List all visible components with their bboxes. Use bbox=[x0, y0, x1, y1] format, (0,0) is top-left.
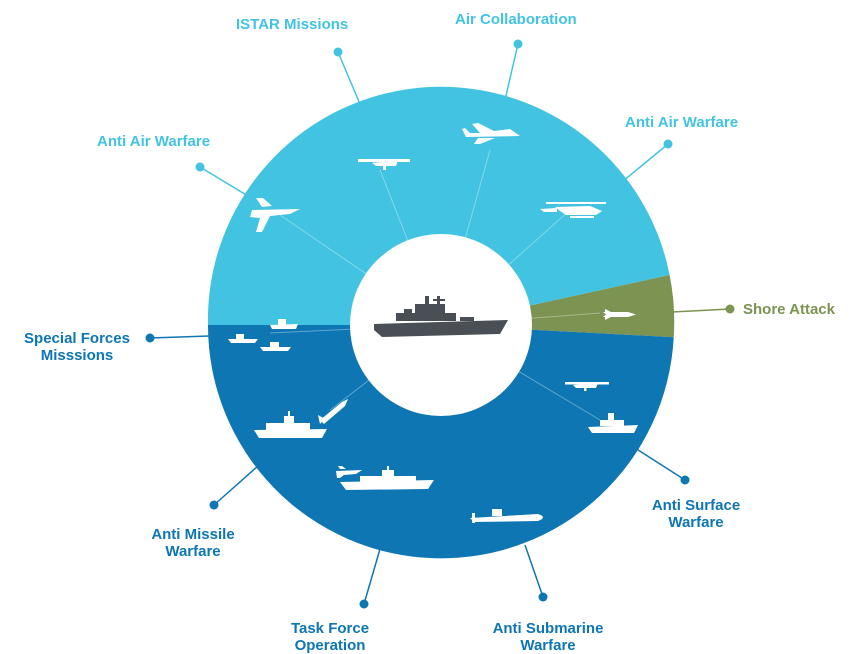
fighter-jet-icon bbox=[462, 123, 520, 144]
label-air-collaboration: Air Collaboration bbox=[455, 11, 577, 28]
callouts bbox=[145, 39, 735, 609]
callout-dot bbox=[333, 47, 343, 57]
missile-icon bbox=[318, 399, 348, 424]
fighter-jet-icon bbox=[250, 198, 300, 232]
small-boat-icon bbox=[228, 334, 258, 343]
label-anti-submarine-warfare: Anti Submarine Warfare bbox=[492, 620, 604, 654]
callout-dot bbox=[680, 475, 690, 485]
fighter-jet-icon bbox=[336, 466, 362, 478]
label-anti-air-warfare-right: Anti Air Warfare bbox=[625, 114, 739, 131]
callout-dot bbox=[513, 39, 523, 49]
missile-icon bbox=[603, 309, 636, 320]
small-boat-icon bbox=[270, 319, 298, 329]
label-istar-missions: ISTAR Missions bbox=[236, 16, 349, 33]
callout-dot bbox=[145, 333, 155, 343]
label-task-force-operation: Task Force Operation bbox=[290, 620, 370, 654]
frigate-icon bbox=[254, 411, 327, 438]
patrol-ship-icon bbox=[588, 413, 638, 433]
aircraft-carrier-icon bbox=[374, 296, 508, 337]
carrier-icon bbox=[340, 466, 434, 490]
label-anti-missile-warfare: Anti Missile Warfare bbox=[151, 526, 235, 560]
submarine-icon bbox=[470, 509, 543, 523]
recon-drone-icon bbox=[565, 382, 609, 391]
air-sector bbox=[207, 86, 670, 325]
callout-dot bbox=[725, 304, 735, 314]
label-special-forces-missions: Special Forces Misssions bbox=[24, 330, 130, 364]
callout-dot bbox=[663, 139, 673, 149]
recon-drone-icon bbox=[358, 159, 410, 170]
label-shore-attack: Shore Attack bbox=[743, 301, 835, 318]
callout-dot bbox=[209, 500, 219, 510]
callout-dot bbox=[359, 599, 369, 609]
callout-dot bbox=[195, 162, 205, 172]
callout-dot bbox=[538, 592, 548, 602]
small-boat-icon bbox=[260, 342, 291, 351]
helicopter-icon bbox=[540, 202, 606, 218]
label-anti-air-warfare-left: Anti Air Warfare bbox=[97, 133, 211, 150]
sea-sector bbox=[207, 325, 674, 559]
label-anti-surface-warfare: Anti Surface Warfare bbox=[651, 497, 741, 531]
